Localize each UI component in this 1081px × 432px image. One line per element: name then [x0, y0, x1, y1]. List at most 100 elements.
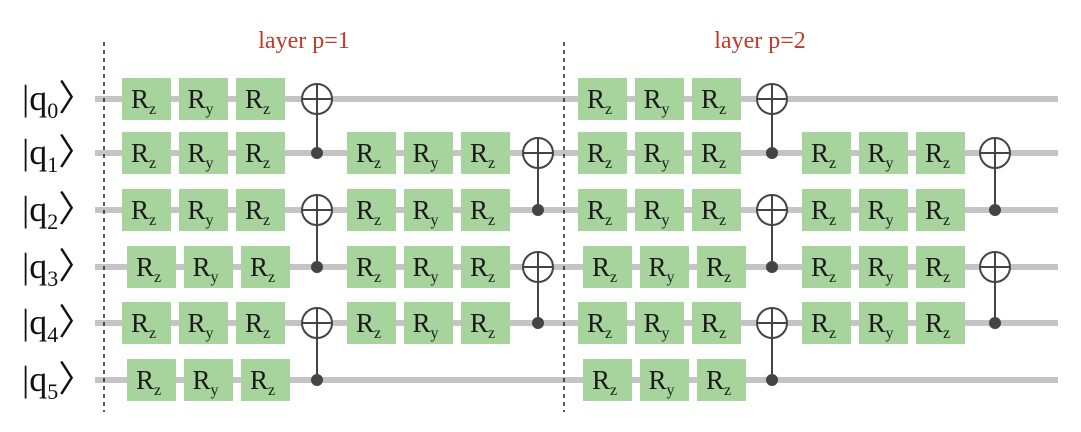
cnot-control-dot: [311, 261, 323, 273]
gate-label: Rz: [811, 252, 836, 286]
rotation-gate: Rz: [236, 189, 285, 231]
cnot-control-dot: [311, 147, 323, 159]
rotation-gate: Rz: [697, 359, 746, 401]
rotation-gate: Rz: [578, 302, 627, 344]
cnot-target-icon: [756, 307, 788, 339]
rotation-gate: Rz: [692, 302, 741, 344]
gate-label: Rz: [470, 138, 495, 172]
cnot-gate: [979, 137, 1011, 216]
cnot-control-dot: [766, 374, 778, 386]
rotation-gate: Ry: [404, 302, 453, 344]
cnot-target-icon: [979, 251, 1011, 283]
gate-label: Rz: [701, 308, 726, 342]
rotation-gate: Ry: [635, 132, 684, 174]
gate-label: Ry: [412, 195, 438, 229]
qubit-label-0: |q0〉: [22, 78, 94, 123]
rotation-gate: Rz: [802, 189, 851, 231]
gate-label: Rz: [136, 365, 161, 399]
gate-label: Rz: [592, 365, 617, 399]
rotation-gate: Rz: [916, 302, 965, 344]
rotation-gate: Rz: [583, 246, 632, 288]
rotation-gate: Ry: [184, 246, 233, 288]
rotation-gate: Ry: [179, 132, 228, 174]
gate-label: Rz: [250, 252, 275, 286]
rotation-gate: Rz: [122, 78, 171, 120]
rotation-gate: Rz: [916, 246, 965, 288]
rotation-gate: Ry: [635, 78, 684, 120]
gate-label: Ry: [412, 252, 438, 286]
gate-label: Rz: [701, 138, 726, 172]
gate-label: Rz: [592, 252, 617, 286]
rotation-gate: Rz: [692, 78, 741, 120]
gate-label: Ry: [643, 195, 669, 229]
qubit-label-5: |q5〉: [22, 359, 94, 404]
rotation-gate: Ry: [404, 132, 453, 174]
cnot-target-icon: [301, 194, 333, 226]
rotation-gate: Rz: [802, 132, 851, 174]
cnot-target-icon: [301, 307, 333, 339]
gate-label: Ry: [192, 252, 218, 286]
rotation-gate: Rz: [122, 189, 171, 231]
rotation-gate: Ry: [859, 132, 908, 174]
gate-label: Rz: [131, 138, 156, 172]
gate-label: Rz: [811, 195, 836, 229]
cnot-target-icon: [979, 137, 1011, 169]
gate-label: Rz: [470, 252, 495, 286]
layer-label-1: layer p=1: [258, 28, 350, 54]
cnot-target-icon: [522, 137, 554, 169]
rotation-gate: Rz: [236, 302, 285, 344]
gate-label: Rz: [587, 138, 612, 172]
cnot-target-icon: [756, 194, 788, 226]
gate-label: Rz: [706, 365, 731, 399]
gate-label: Rz: [250, 365, 275, 399]
cnot-target-icon: [522, 251, 554, 283]
rotation-gate: Ry: [859, 246, 908, 288]
rotation-gate: Rz: [461, 189, 510, 231]
rotation-gate: Rz: [122, 302, 171, 344]
cnot-target-icon: [301, 83, 333, 115]
rotation-gate: Rz: [127, 246, 176, 288]
gate-label: Ry: [867, 252, 893, 286]
gate-label: Ry: [867, 308, 893, 342]
rotation-gate: Rz: [692, 189, 741, 231]
rotation-gate: Rz: [916, 189, 965, 231]
gate-label: Rz: [136, 252, 161, 286]
gate-label: Ry: [643, 84, 669, 118]
cnot-gate: [301, 83, 333, 159]
rotation-gate: Rz: [578, 78, 627, 120]
gate-label: Rz: [587, 195, 612, 229]
gate-label: Ry: [867, 195, 893, 229]
gate-label: Rz: [925, 195, 950, 229]
rotation-gate: Ry: [635, 302, 684, 344]
gate-label: Ry: [648, 252, 674, 286]
rotation-gate: Rz: [802, 246, 851, 288]
gate-label: Rz: [131, 84, 156, 118]
cnot-control-dot: [766, 147, 778, 159]
rotation-gate: Ry: [640, 246, 689, 288]
gate-label: Rz: [587, 84, 612, 118]
gate-label: Rz: [356, 195, 381, 229]
cnot-gates: [301, 83, 1011, 386]
rotation-gate: Rz: [461, 302, 510, 344]
cnot-control-dot: [532, 317, 544, 329]
gate-label: Rz: [925, 252, 950, 286]
gate-label: Ry: [187, 84, 213, 118]
gate-label: Rz: [356, 252, 381, 286]
rotation-gate: Ry: [179, 189, 228, 231]
gate-label: Ry: [648, 365, 674, 399]
gate-label: Rz: [131, 308, 156, 342]
cnot-gate: [301, 194, 333, 273]
layer-dividers: [103, 42, 565, 412]
rotation-gate: Rz: [347, 246, 396, 288]
rotation-gate: Rz: [241, 246, 290, 288]
qubit-label-2: |q2〉: [22, 189, 94, 234]
qubit-label-4: |q4〉: [22, 302, 94, 347]
cnot-control-dot: [989, 317, 1001, 329]
qubit-labels: |q0〉|q1〉|q2〉|q3〉|q4〉|q5〉: [22, 78, 94, 404]
rotation-gate: Ry: [179, 78, 228, 120]
rotation-gate: Rz: [122, 132, 171, 174]
cnot-control-dot: [989, 204, 1001, 216]
